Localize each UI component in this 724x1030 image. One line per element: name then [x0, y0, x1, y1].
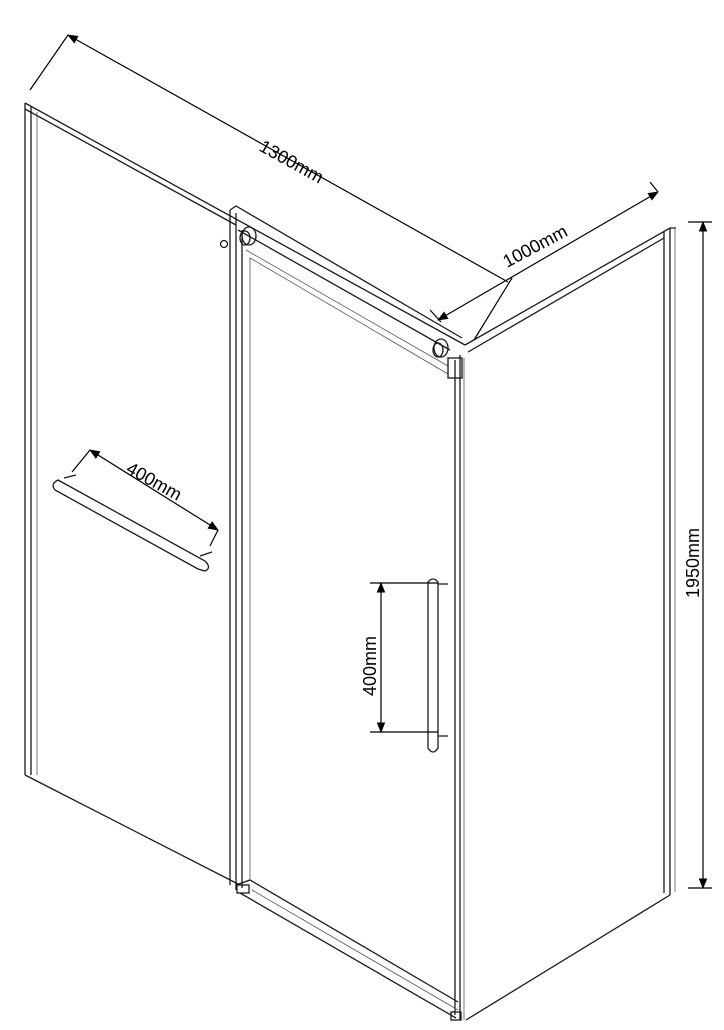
dimension-width: 1300mm: [29, 34, 509, 283]
floor-guide: [236, 884, 250, 894]
fixing-hole-icon: [219, 239, 229, 249]
floor-guide: [450, 1011, 462, 1021]
dimension-door-handle-label: 400mm: [360, 636, 380, 696]
towel-bar: [52, 474, 213, 572]
dimension-towel-bar-label: 400mm: [123, 458, 185, 505]
roller-wheel-icon: [239, 226, 257, 246]
door-stopper: [447, 357, 463, 379]
side-glass-panel: [464, 227, 676, 1021]
door-handle: [427, 578, 448, 753]
roller-wheel-icon: [432, 338, 449, 358]
sliding-door: [229, 205, 465, 1021]
fixed-glass-panel: [24, 102, 466, 890]
dimension-width-label: 1300mm: [256, 136, 327, 187]
dimension-height: 1950mm: [683, 220, 712, 890]
dimension-door-handle: 400mm: [360, 581, 438, 734]
dimension-height-label: 1950mm: [683, 528, 703, 598]
dimension-towel-bar: 400mm: [71, 449, 219, 547]
